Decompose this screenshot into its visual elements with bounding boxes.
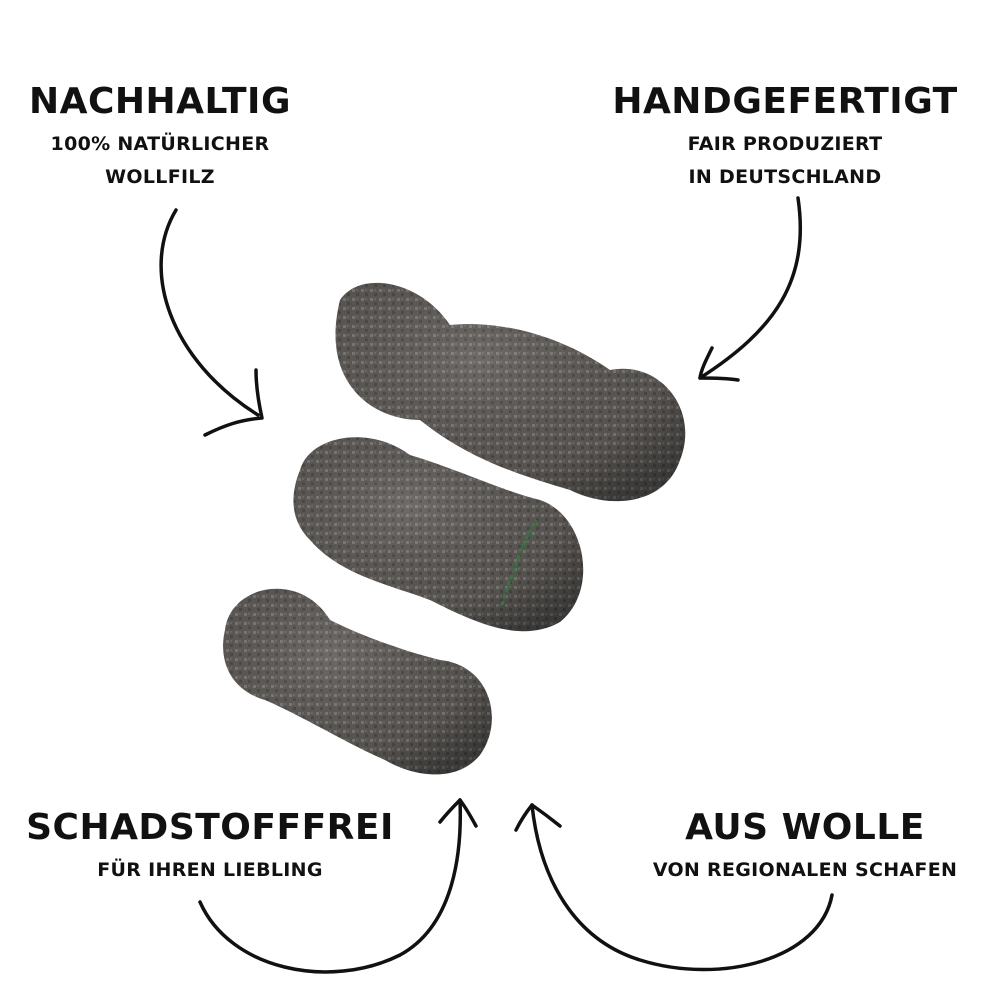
felt-toy-small — [223, 588, 492, 775]
felt-toy-large — [335, 282, 686, 502]
feature-wool: AUS WOLLE VON REGIONALEN SCHAFEN — [620, 808, 990, 887]
curved-arrow-icon — [159, 208, 264, 437]
feature-subtitle: 100% NATÜRLICHER — [50, 133, 270, 155]
feature-title: SCHADSTOFFFREI — [26, 807, 394, 848]
feature-title: NACHHALTIG — [28, 81, 291, 122]
brand-stitching — [500, 519, 538, 606]
feature-title: AUS WOLLE — [685, 807, 925, 848]
felt-toy-medium — [293, 437, 584, 632]
curved-arrow-icon — [698, 196, 803, 382]
feature-title: HANDGEFERTIGT — [612, 81, 958, 122]
curved-arrow-icon — [514, 803, 834, 972]
curved-arrow-icon — [198, 798, 478, 974]
feature-sustainable: NACHHALTIG 100% NATÜRLICHER WOLLFILZ — [20, 82, 300, 194]
feature-handmade: HANDGEFERTIGT FAIR PRODUZIERT IN DEUTSCH… — [600, 82, 970, 194]
feature-subtitle: IN DEUTSCHLAND — [688, 166, 882, 188]
feature-subtitle: FAIR PRODUZIERT — [687, 133, 883, 155]
feature-subtitle: VON REGIONALEN SCHAFEN — [652, 859, 958, 881]
feature-subtitle: FÜR IHREN LIEBLING — [97, 859, 323, 881]
feature-pollutant-free: SCHADSTOFFFREI FÜR IHREN LIEBLING — [20, 808, 400, 887]
feature-subtitle: WOLLFILZ — [105, 166, 215, 188]
